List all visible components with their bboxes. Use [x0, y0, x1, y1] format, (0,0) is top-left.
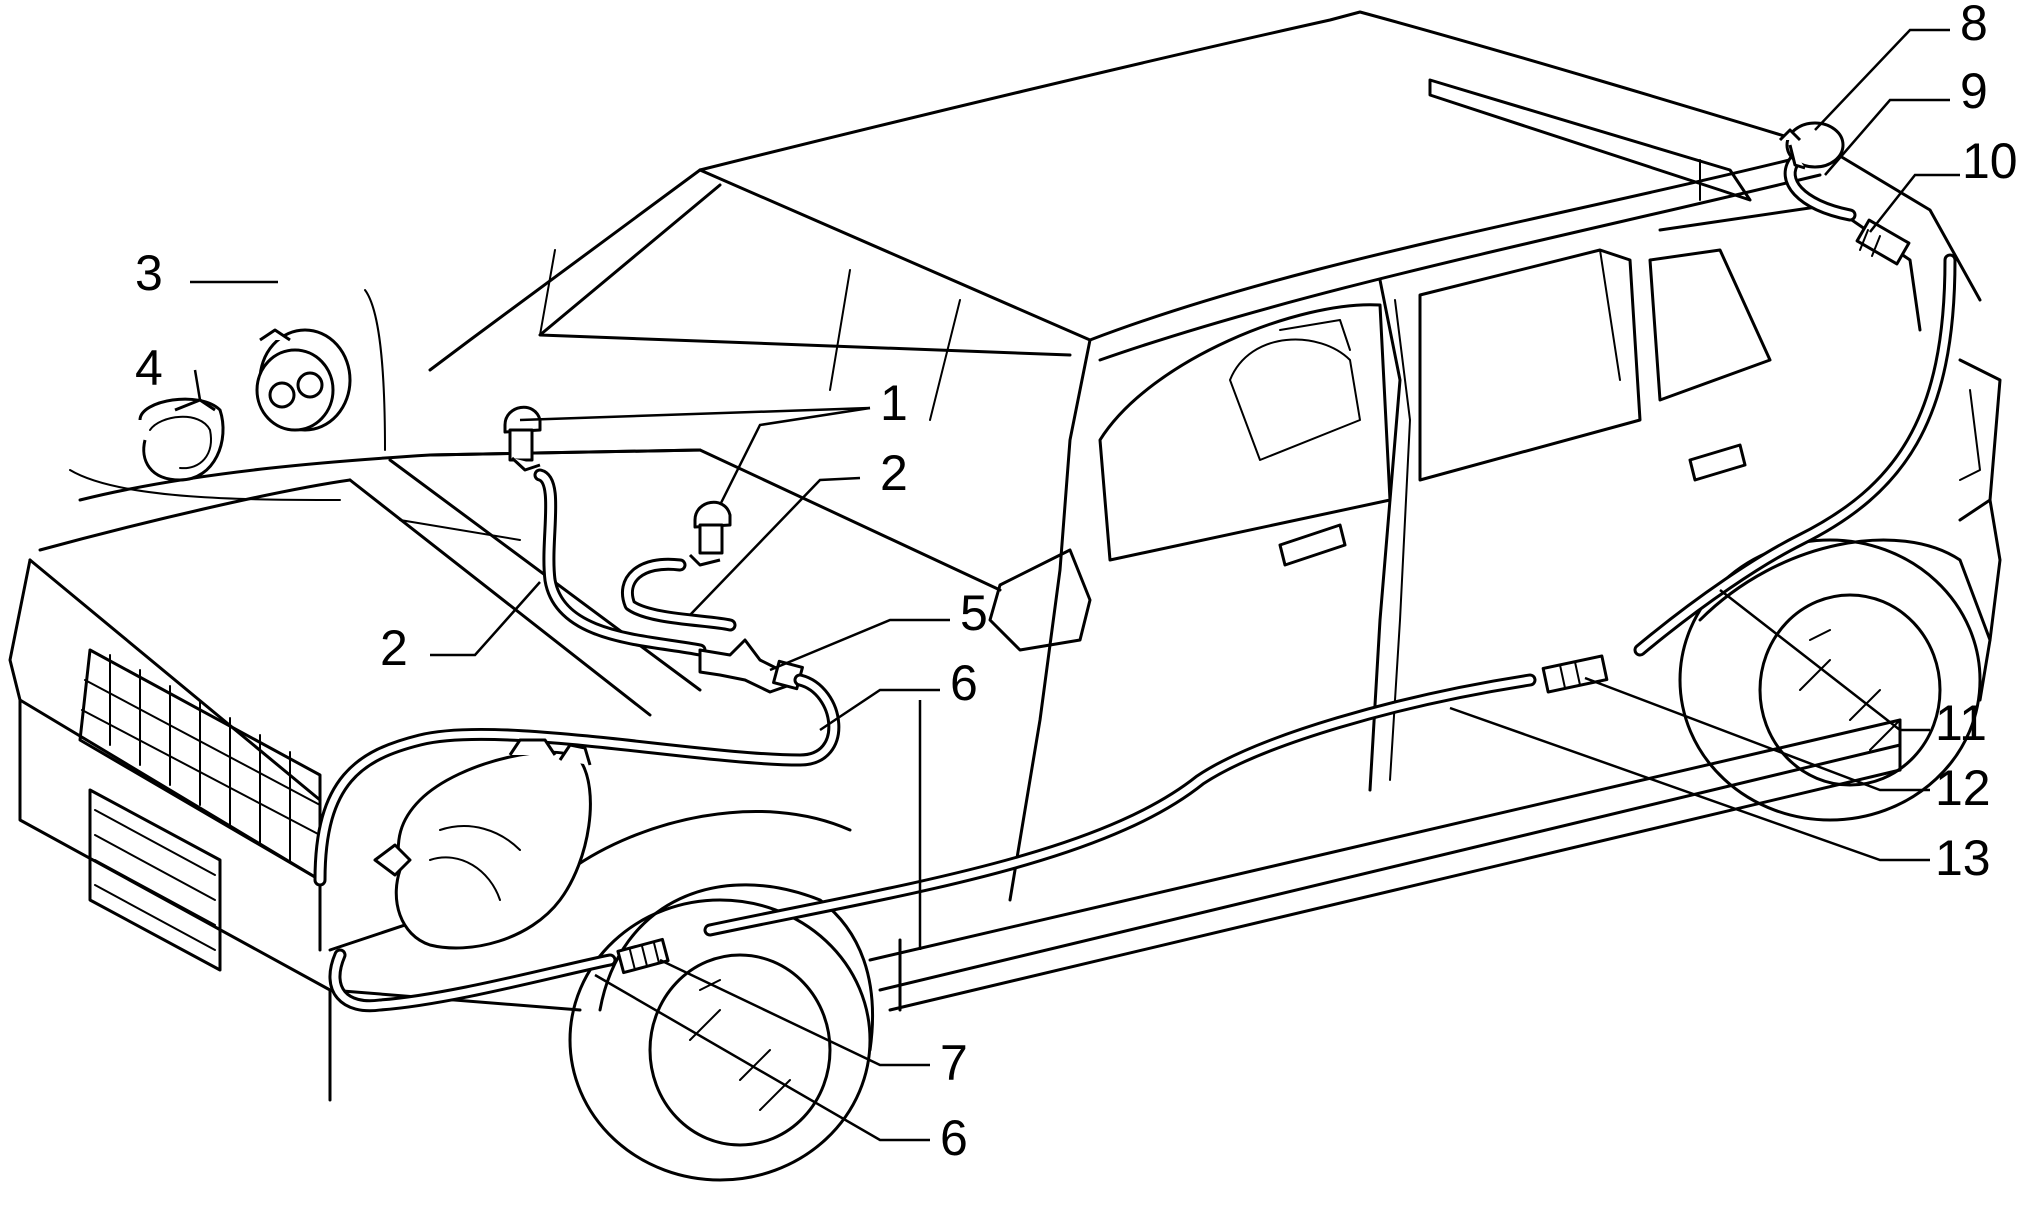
leader-2a: [689, 476, 861, 616]
leader-6a: [819, 688, 940, 732]
leader-9: [1824, 98, 1950, 176]
part-2-hose-right: [621, 557, 737, 632]
callout-7: 7: [940, 1035, 968, 1091]
part-13-hose: [703, 673, 1537, 937]
grille-bars: [81, 654, 321, 863]
part-5-t-connector: [698, 638, 804, 694]
leader-13: [1449, 706, 1930, 862]
part-3-grommet: [255, 328, 352, 432]
callout-12: 12: [1935, 760, 1991, 816]
leader-4: [193, 369, 202, 401]
callout-8: 8: [1960, 0, 1988, 51]
callout-4: 4: [135, 340, 163, 396]
part-2-hose-left: [533, 468, 707, 657]
leader-10: [1869, 173, 1960, 233]
callout-6-lower: 6: [940, 1110, 968, 1166]
callout-labels: 1 2 2 3 4 5 6 6 7 8 9 10 11 12 13: [135, 0, 2018, 1166]
leader-6b: [594, 973, 930, 1142]
detail-divider: [364, 289, 386, 451]
leader-1a: [519, 406, 871, 422]
callout-9: 9: [1960, 63, 1988, 119]
part-11-hose: [1633, 253, 1957, 657]
leader-12: [1584, 676, 1930, 792]
callout-3: 3: [135, 245, 163, 301]
part-7-connector: [616, 937, 670, 975]
part-1-jet-right: [688, 500, 732, 567]
part-8-rear-jet: [1778, 121, 1845, 170]
callout-10: 10: [1962, 133, 2018, 189]
leader-1b: [718, 406, 871, 506]
callout-11: 11: [1935, 695, 1987, 751]
callout-5: 5: [960, 585, 988, 641]
part-6-hose-upper: [313, 673, 841, 887]
callout-1: 1: [880, 375, 908, 431]
part-10-connector: [1855, 218, 1911, 266]
callout-2-upper: 2: [880, 445, 908, 501]
leader-2b: [430, 581, 541, 657]
part-4-clip: [138, 397, 225, 482]
callout-13: 13: [1935, 830, 1991, 886]
leader-11: [1719, 589, 1930, 732]
leader-8: [1814, 28, 1950, 131]
part-1-jet-left: [503, 405, 542, 472]
callout-6-upper: 6: [950, 655, 978, 711]
part-9-hose: [1783, 153, 1857, 222]
callout-2-lower: 2: [380, 620, 408, 676]
part-6-hose-lower: [328, 948, 617, 1013]
washer-reservoir: [373, 738, 592, 950]
part-12-connector: [1541, 654, 1609, 694]
leader-7: [659, 958, 930, 1067]
leader-5: [769, 618, 950, 672]
leader-lines: [190, 28, 1960, 1142]
